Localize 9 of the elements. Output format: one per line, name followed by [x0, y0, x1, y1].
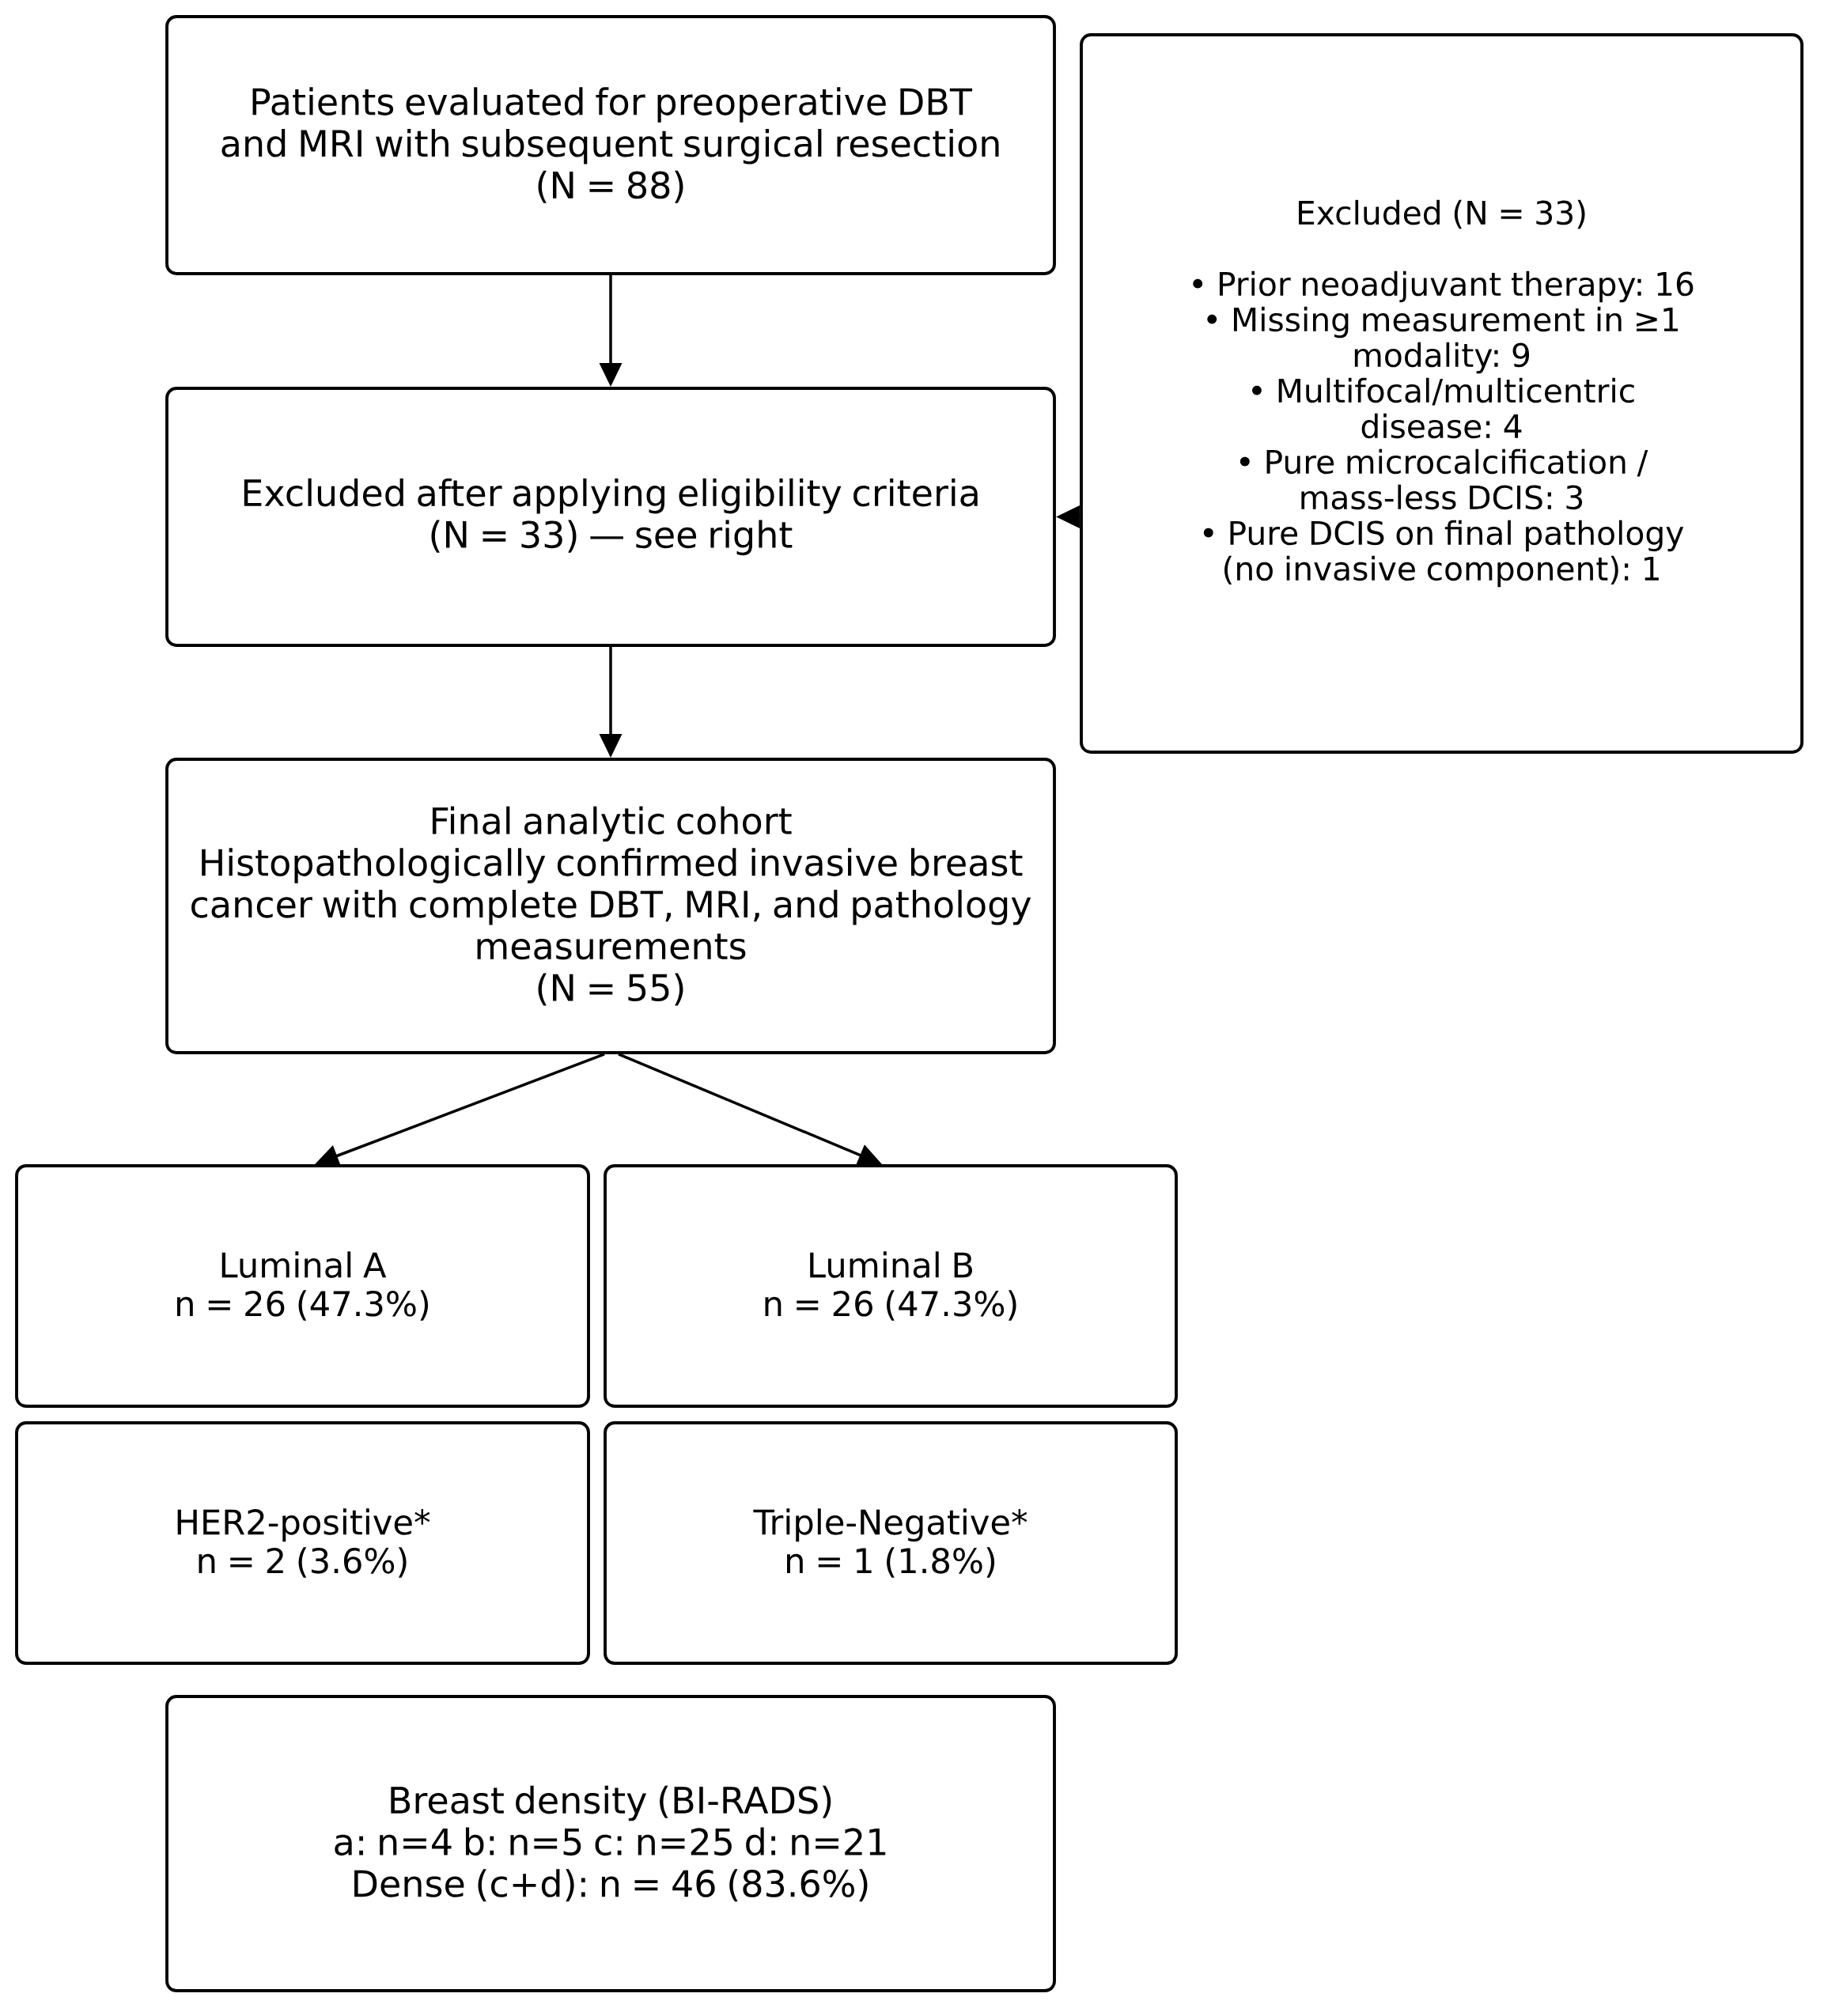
subtype-box: Luminal A n = 26 (47.3%): [15, 1164, 590, 1408]
process-box: Final analytic cohort Histopathologically confirmed invasive breast cancer with complete DBT, MRI, and pathology measurements (N = 55): [165, 758, 1056, 1054]
subtype-box: HER2-positive* n = 2 (3.6%): [15, 1421, 590, 1665]
process-box: Excluded after applying eligibility criteria (N = 33) — see right: [165, 387, 1056, 647]
subtype-box: Triple-Negative* n = 1 (1.8%): [604, 1421, 1178, 1665]
subtype-box: Luminal B n = 26 (47.3%): [604, 1164, 1178, 1408]
exclusion-box: Excluded (N = 33) • Prior neoadjuvant therapy: 16 • Missing measurement in ≥1 modality: 9 • Multifocal/multicentric disease: 4 • Pure microcalcification / mass-less DCIS: 3 • Pure DCIS on final pathology (no invasive component): 1: [1080, 33, 1803, 754]
process-box: Patients evaluated for preoperative DBT and MRI with subsequent surgical resection (N = 88): [165, 15, 1056, 275]
density-box: Breast density (BI-RADS) a: n=4 b: n=5 c: n=25 d: n=21 Dense (c+d): n = 46 (83.6%): [165, 1695, 1056, 1992]
